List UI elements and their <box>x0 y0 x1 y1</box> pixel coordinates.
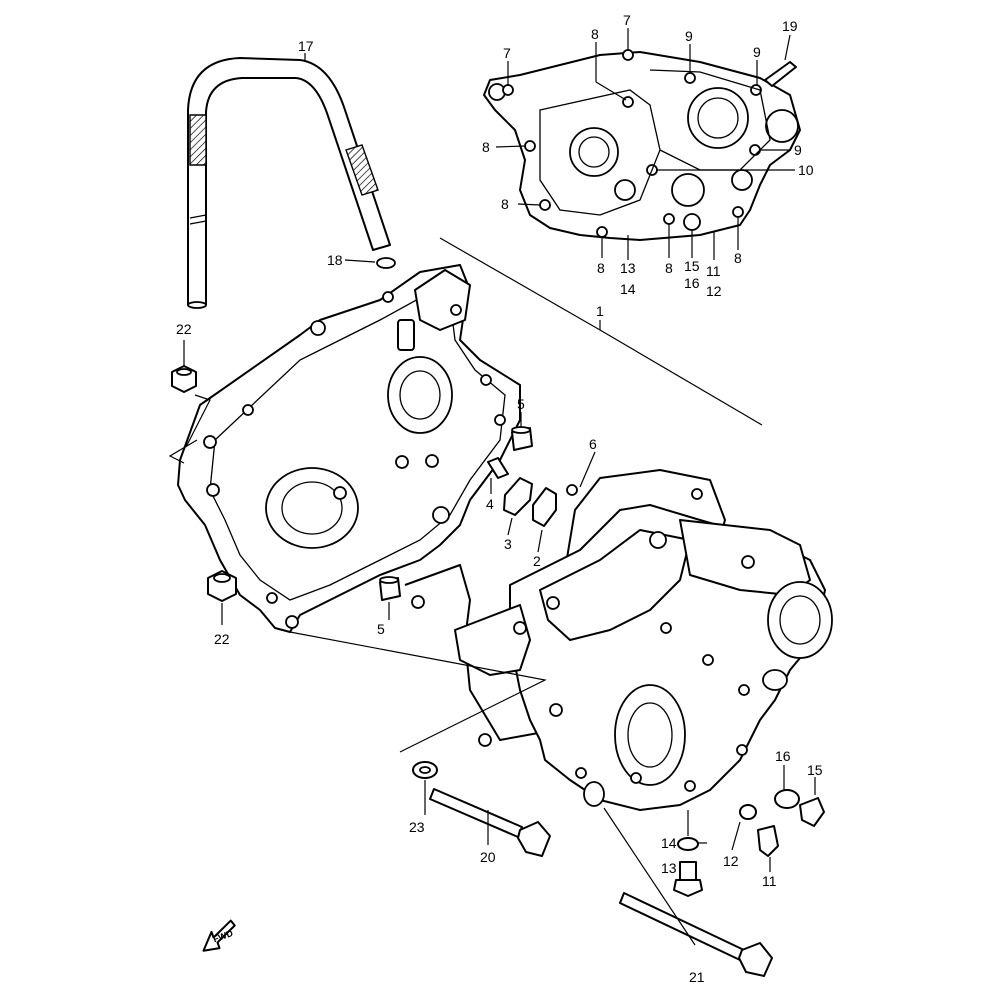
callout-14-lower: 14 <box>661 835 677 851</box>
crankcase-inset <box>483 49 801 241</box>
callout-8-top: 8 <box>591 26 599 42</box>
callout-11-inset: 11 <box>706 263 721 279</box>
callout-19: 19 <box>782 18 798 34</box>
callout-5-upper: 5 <box>517 396 525 412</box>
callout-labels: 17 18 1 22 22 5 5 4 3 2 6 7 7 8 8 8 8 8 … <box>176 12 823 985</box>
callout-8-left-lower: 8 <box>501 196 509 212</box>
callout-9-top-a: 9 <box>685 28 693 44</box>
callout-7-top: 7 <box>623 12 631 28</box>
callout-22-upper: 22 <box>176 321 192 337</box>
callout-9-top-b: 9 <box>753 44 761 60</box>
callout-12-lower: 12 <box>723 853 739 869</box>
callout-7-left: 7 <box>503 45 511 61</box>
callout-9-right: 9 <box>794 142 802 158</box>
breather-hose <box>187 57 391 309</box>
left-crankcase <box>177 264 521 633</box>
callout-17: 17 <box>298 38 314 54</box>
callout-15-lower: 15 <box>807 762 823 778</box>
callout-18: 18 <box>327 252 343 268</box>
callout-20: 20 <box>480 849 496 865</box>
callout-5-lower: 5 <box>377 621 385 637</box>
callout-13-lower: 13 <box>661 860 677 876</box>
callout-23: 23 <box>409 819 425 835</box>
callout-3: 3 <box>504 536 512 552</box>
callout-21: 21 <box>689 969 705 985</box>
callout-8-bottom-a: 8 <box>597 260 605 276</box>
callout-10: 10 <box>798 162 814 178</box>
o-ring-18 <box>376 257 396 269</box>
callout-2: 2 <box>533 553 541 569</box>
callout-6: 6 <box>589 436 597 452</box>
callout-15-inset: 15 <box>684 258 700 274</box>
callout-8-bottom-b: 8 <box>665 260 673 276</box>
right-crankcase <box>454 504 833 811</box>
callout-22-lower: 22 <box>214 631 230 647</box>
fwd-label: FWD <box>212 928 235 945</box>
callout-13-inset: 13 <box>620 260 636 276</box>
callout-11-lower: 11 <box>762 873 777 889</box>
callout-12-inset: 12 <box>706 283 722 299</box>
callout-4: 4 <box>486 496 494 512</box>
callout-8-bottom-c: 8 <box>734 250 742 266</box>
callout-1: 1 <box>596 303 604 319</box>
leader-lines <box>168 28 816 946</box>
callout-16-inset: 16 <box>684 275 700 291</box>
callout-14-inset: 14 <box>620 281 636 297</box>
callout-8-left-upper: 8 <box>482 139 490 155</box>
callout-16-lower: 16 <box>775 748 791 764</box>
fwd-arrow-icon: FWD <box>202 919 236 952</box>
